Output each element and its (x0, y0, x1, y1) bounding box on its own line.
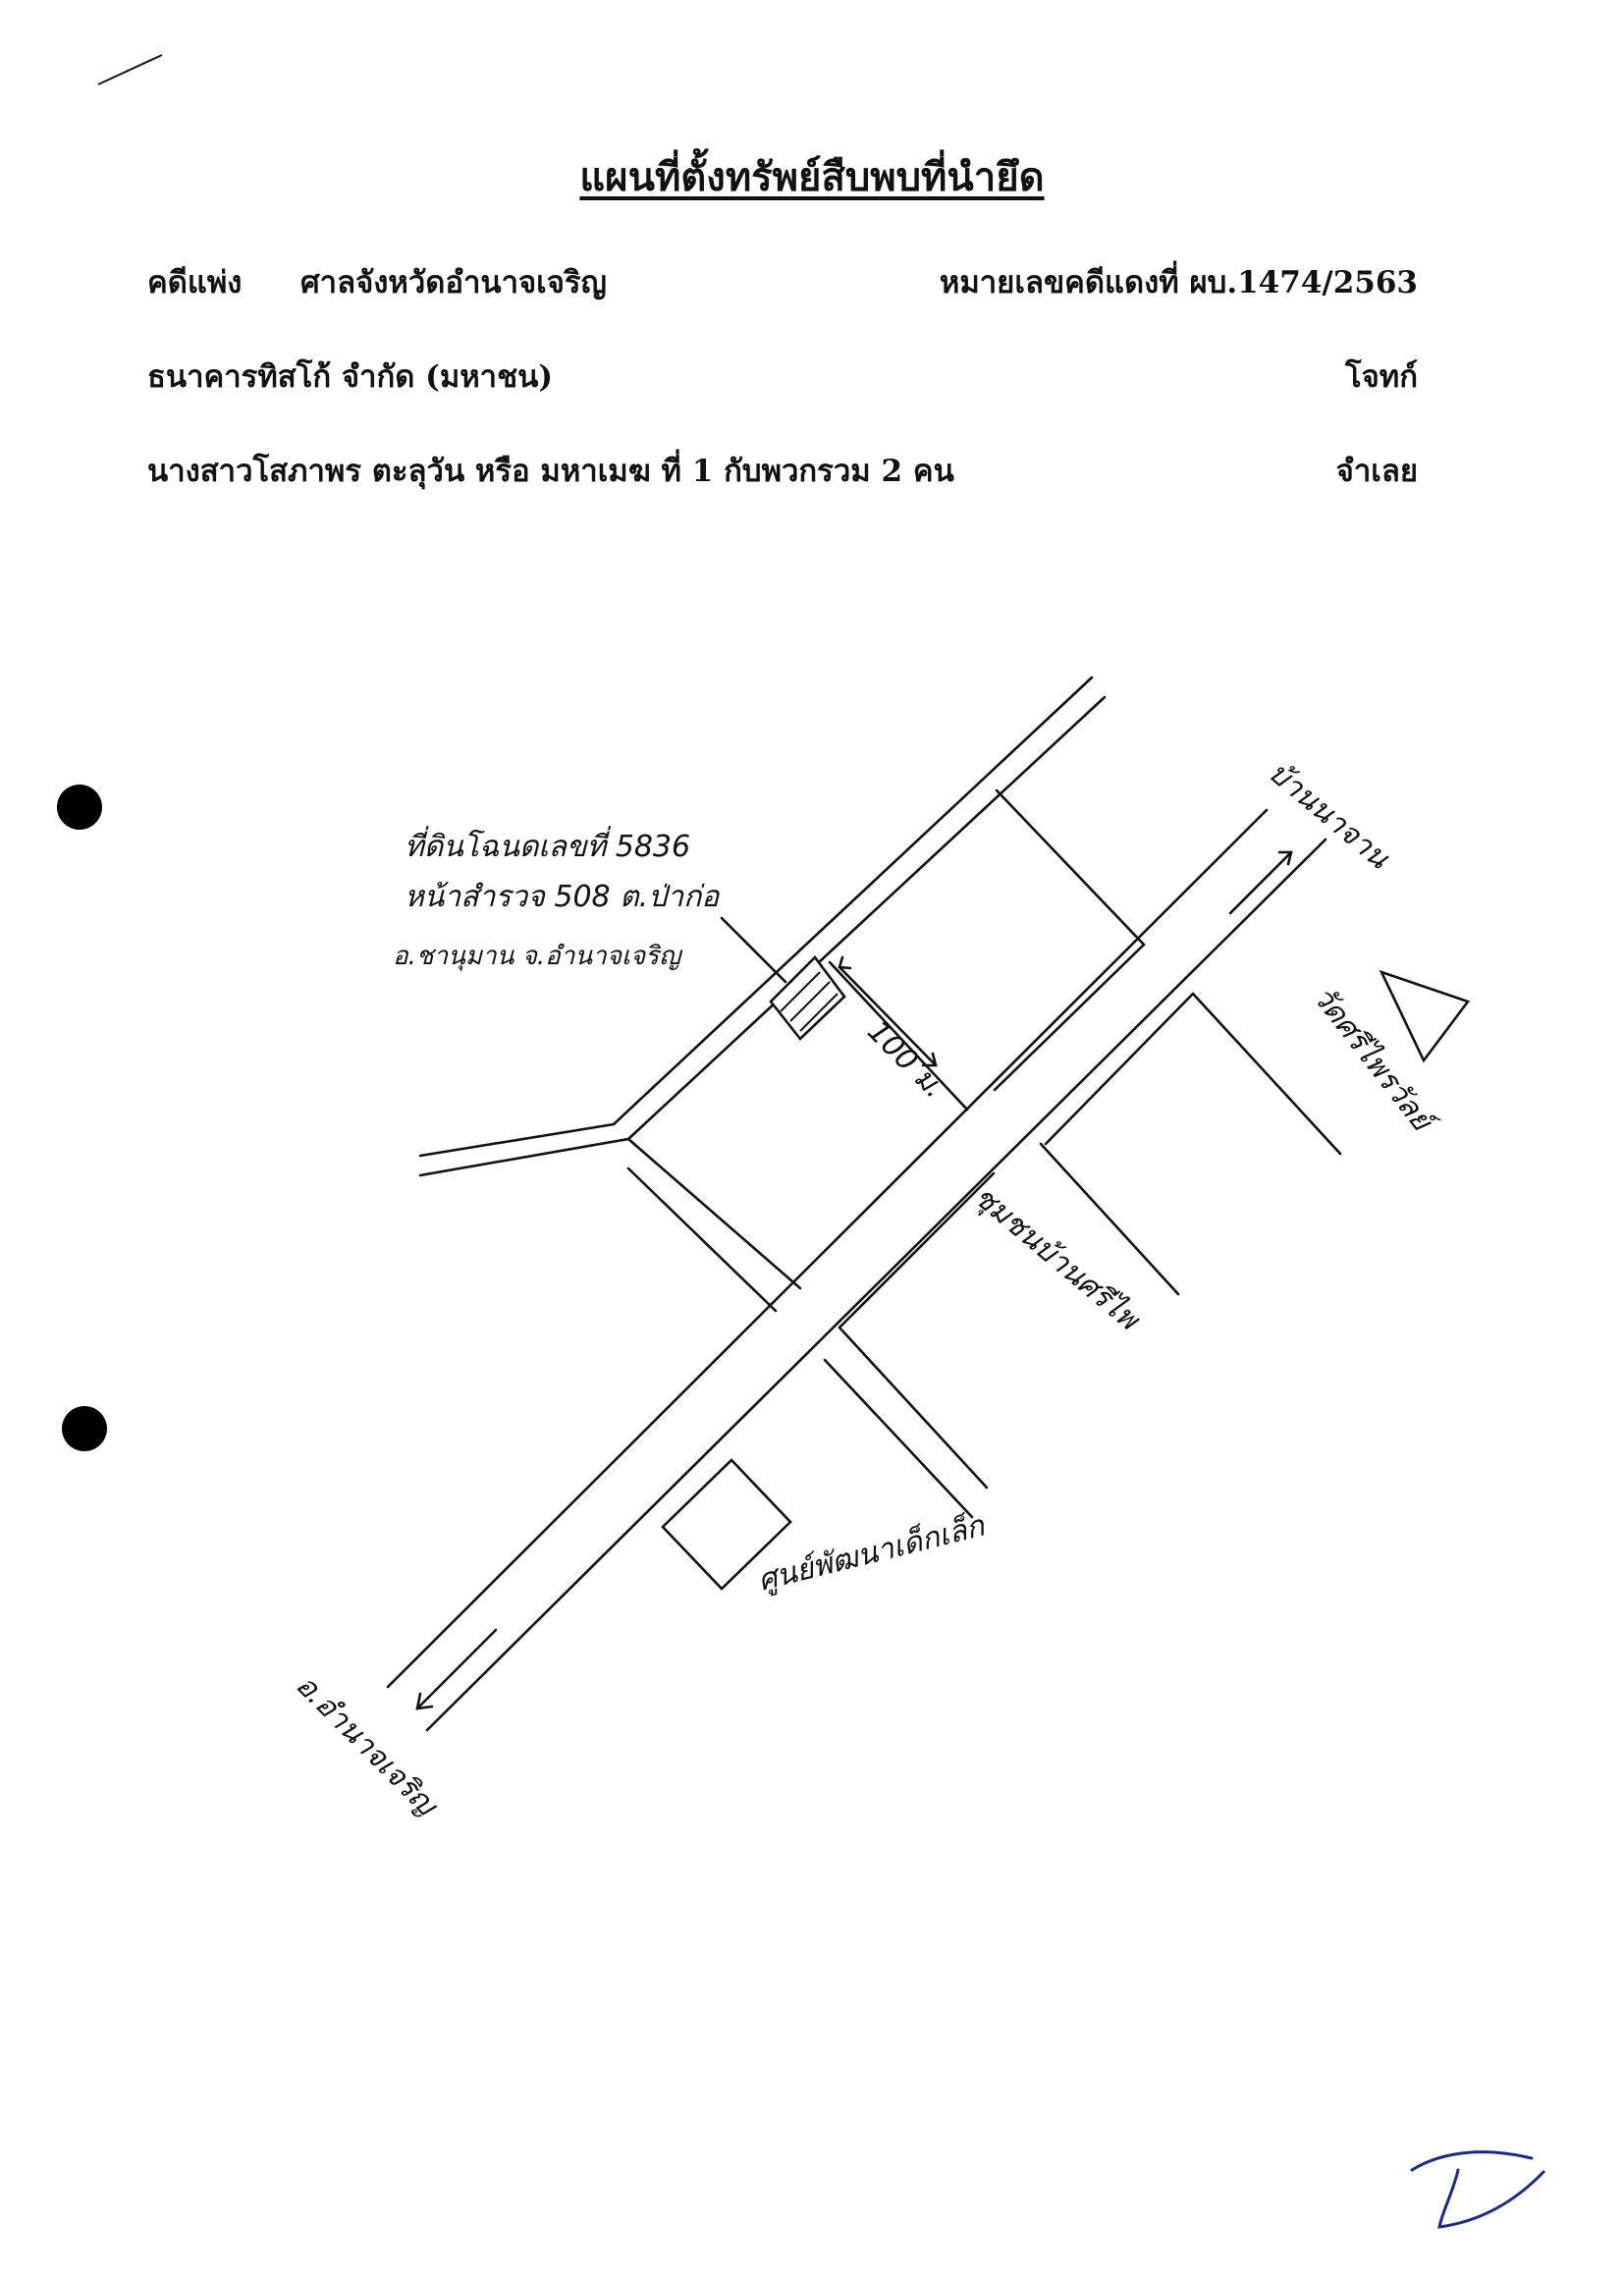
upper-road-edge-1 (612, 676, 1094, 1126)
community-label: ชุมชนบ้านศรีไพ (967, 1179, 1147, 1338)
distance-line (838, 965, 938, 1067)
property-label-line-1: ที่ดินโฉนดเลขที่ 5836 (405, 826, 690, 864)
leader-line (720, 916, 787, 984)
west-road-edge-1 (418, 1122, 616, 1158)
arrow-top-head (1277, 850, 1293, 866)
defendant-role: จำเลย (1335, 454, 1418, 489)
arrow-bottom-shaft (415, 1628, 498, 1710)
arrow-top-shaft (1228, 850, 1293, 915)
east-block-top (1044, 992, 1195, 1146)
plaintiff-name: ธนาคารทิสโก้ จำกัด (มหาชน) (147, 359, 553, 395)
childcare-center-box (661, 1458, 792, 1591)
direction-top-label: บ้านนาจาน (1262, 755, 1397, 876)
main-road-edge-1 (386, 808, 1269, 1689)
cross-road-a-edge-2 (626, 1166, 778, 1313)
east-street-edge-2 (1039, 1142, 1180, 1296)
south-street-edge-1 (838, 1326, 989, 1490)
subject-property-parcel (769, 955, 846, 1041)
west-road-edge-2 (418, 1137, 630, 1177)
property-label-line-3: อ.ชานุมาน จ.อำนาจเจริญ (393, 942, 683, 971)
mid-block-edge (838, 1171, 996, 1329)
cross-road-a-edge-1 (626, 1137, 802, 1290)
case-number: หมายเลขคดีแดงที่ ผบ.1474/2563 (939, 265, 1418, 300)
court-name: ศาลจังหวัดอำนาจเจริญ (300, 265, 607, 300)
block-b-top (993, 943, 1146, 1092)
punch-hole-top (57, 785, 102, 830)
defendant-name: นางสาวโสภาพร ตะลุวัน หรือ มหาเมฆ ที่ 1 ก… (147, 454, 954, 489)
property-label-line-2: หน้าสำรวจ 508 ต.ป่าก่อ (405, 880, 721, 914)
distance-arrow-1 (838, 955, 852, 970)
direction-bottom-label: อ.อำนาจเจริญ (289, 1668, 445, 1824)
case-type: คดีแพ่ง (147, 265, 243, 300)
plaintiff-role: โจทก์ (1344, 359, 1418, 395)
pen-mark (97, 54, 163, 85)
temple-triangle (1379, 969, 1471, 1063)
temple-label: วัดศรีไพรวัลย์ (1306, 980, 1442, 1141)
distance-label: 100 ม. (860, 1014, 951, 1106)
south-street-edge-2 (823, 1358, 974, 1519)
signature (1410, 2150, 1545, 2229)
east-street-edge-1 (1191, 992, 1342, 1156)
document-title: แผนที่ตั้งทรัพย์สืบพบที่นำยึด (579, 154, 1045, 200)
cross-road-b-edge-2 (995, 788, 1146, 947)
main-road-edge-2 (425, 838, 1327, 1732)
cross-road-b-edge-1 (828, 960, 969, 1112)
punch-hole-bottom (62, 1406, 107, 1451)
property-label: ที่ดินโฉนดเลขที่ 5836 หน้าสำรวจ 508 ต.ป่… (393, 826, 721, 971)
distance-arrow-2 (921, 1052, 938, 1067)
arrow-bottom-head (415, 1692, 434, 1710)
upper-road-edge-2 (626, 695, 1107, 1141)
